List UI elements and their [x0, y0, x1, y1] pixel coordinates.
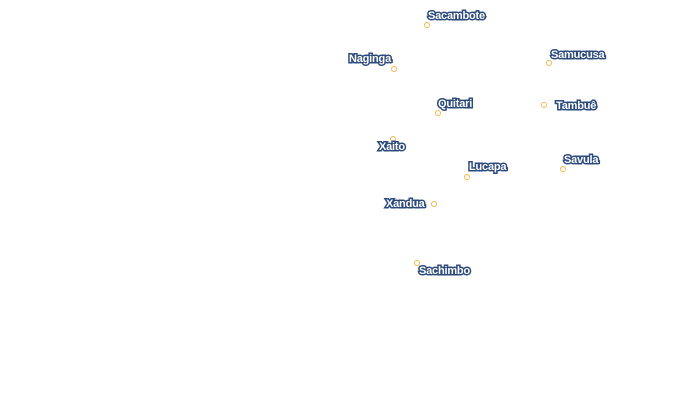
- place-marker[interactable]: [431, 201, 437, 207]
- place-label: Sacambote: [427, 9, 487, 24]
- place-marker[interactable]: [414, 260, 420, 266]
- place-label: Quitari: [436, 97, 473, 112]
- place-label: Naginga: [348, 52, 393, 67]
- place-label: Savula: [562, 153, 599, 168]
- place-label: Sachimbo: [418, 264, 472, 279]
- place-marker[interactable]: [391, 66, 397, 72]
- place-marker[interactable]: [560, 166, 566, 172]
- place-marker[interactable]: [541, 102, 547, 108]
- place-label: Lucapa: [467, 160, 508, 175]
- place-label: Xaito: [378, 140, 407, 155]
- place-label: Xandua: [385, 197, 427, 212]
- place-marker[interactable]: [464, 174, 470, 180]
- place-marker[interactable]: [390, 136, 396, 142]
- place-marker[interactable]: [546, 60, 552, 66]
- place-marker[interactable]: [435, 110, 441, 116]
- place-label: Samucusa: [549, 48, 606, 63]
- place-label: Tambuê: [554, 99, 597, 114]
- place-marker[interactable]: [424, 22, 430, 28]
